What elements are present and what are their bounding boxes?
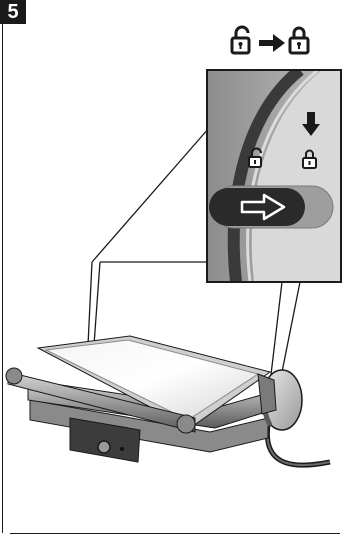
- power-cord: [267, 425, 330, 465]
- header-right-arrow-icon: [259, 34, 285, 52]
- lock-slider-closeup-inset: [207, 70, 341, 282]
- control-knob: [98, 441, 110, 453]
- header-unlocked-padlock-icon: [232, 27, 249, 53]
- header-locked-padlock-icon: [290, 28, 308, 53]
